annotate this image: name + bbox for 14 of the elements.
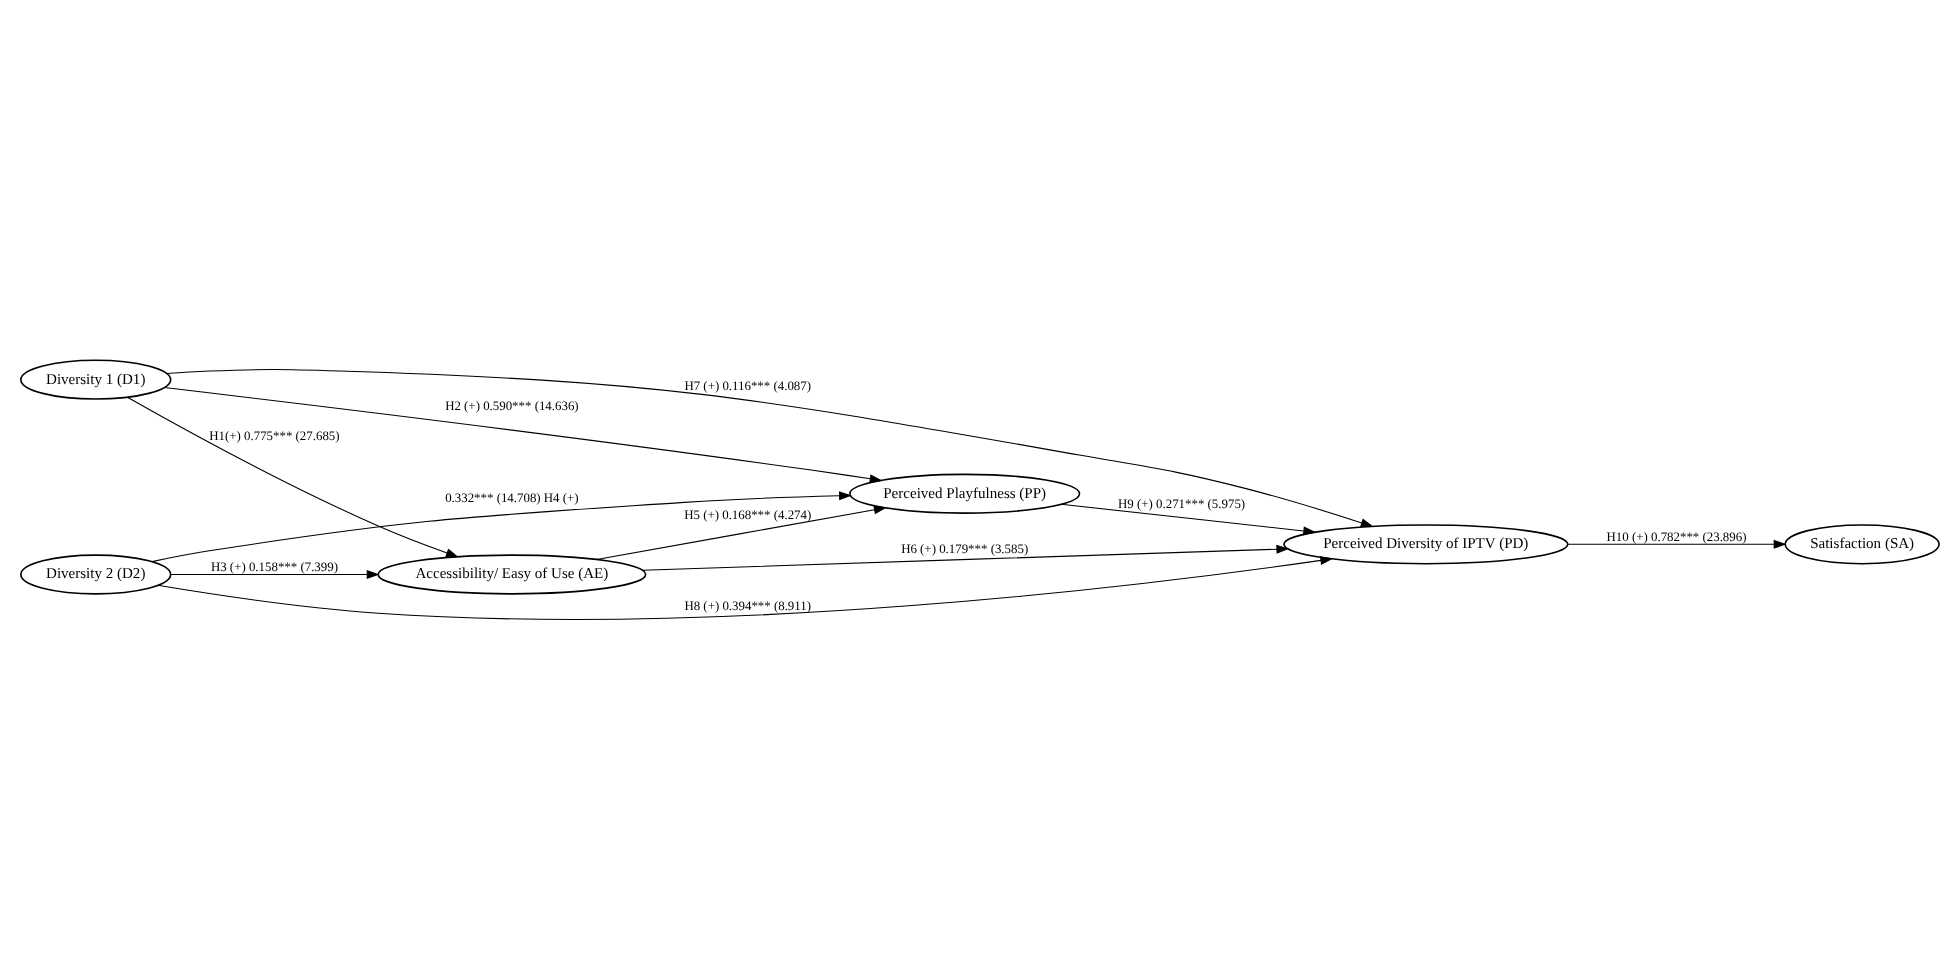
arrow [596,505,887,560]
node-ellipse: Satisfaction (SA) [1784,524,1940,565]
arrow [163,387,883,484]
arrow [166,369,1374,528]
node-ellipse: Diversity 2 (D2) [20,554,172,595]
arrow [1567,539,1787,549]
arrow [126,396,459,558]
node-ellipse: Accessibility/ Easy of Use (AE) [377,554,647,595]
node-ellipse: Diversity 1 (D1) [20,359,172,400]
arrow [151,491,852,563]
arrow [642,544,1290,571]
arrow [170,569,380,579]
arrow [157,556,1334,620]
arrow [1060,503,1317,536]
